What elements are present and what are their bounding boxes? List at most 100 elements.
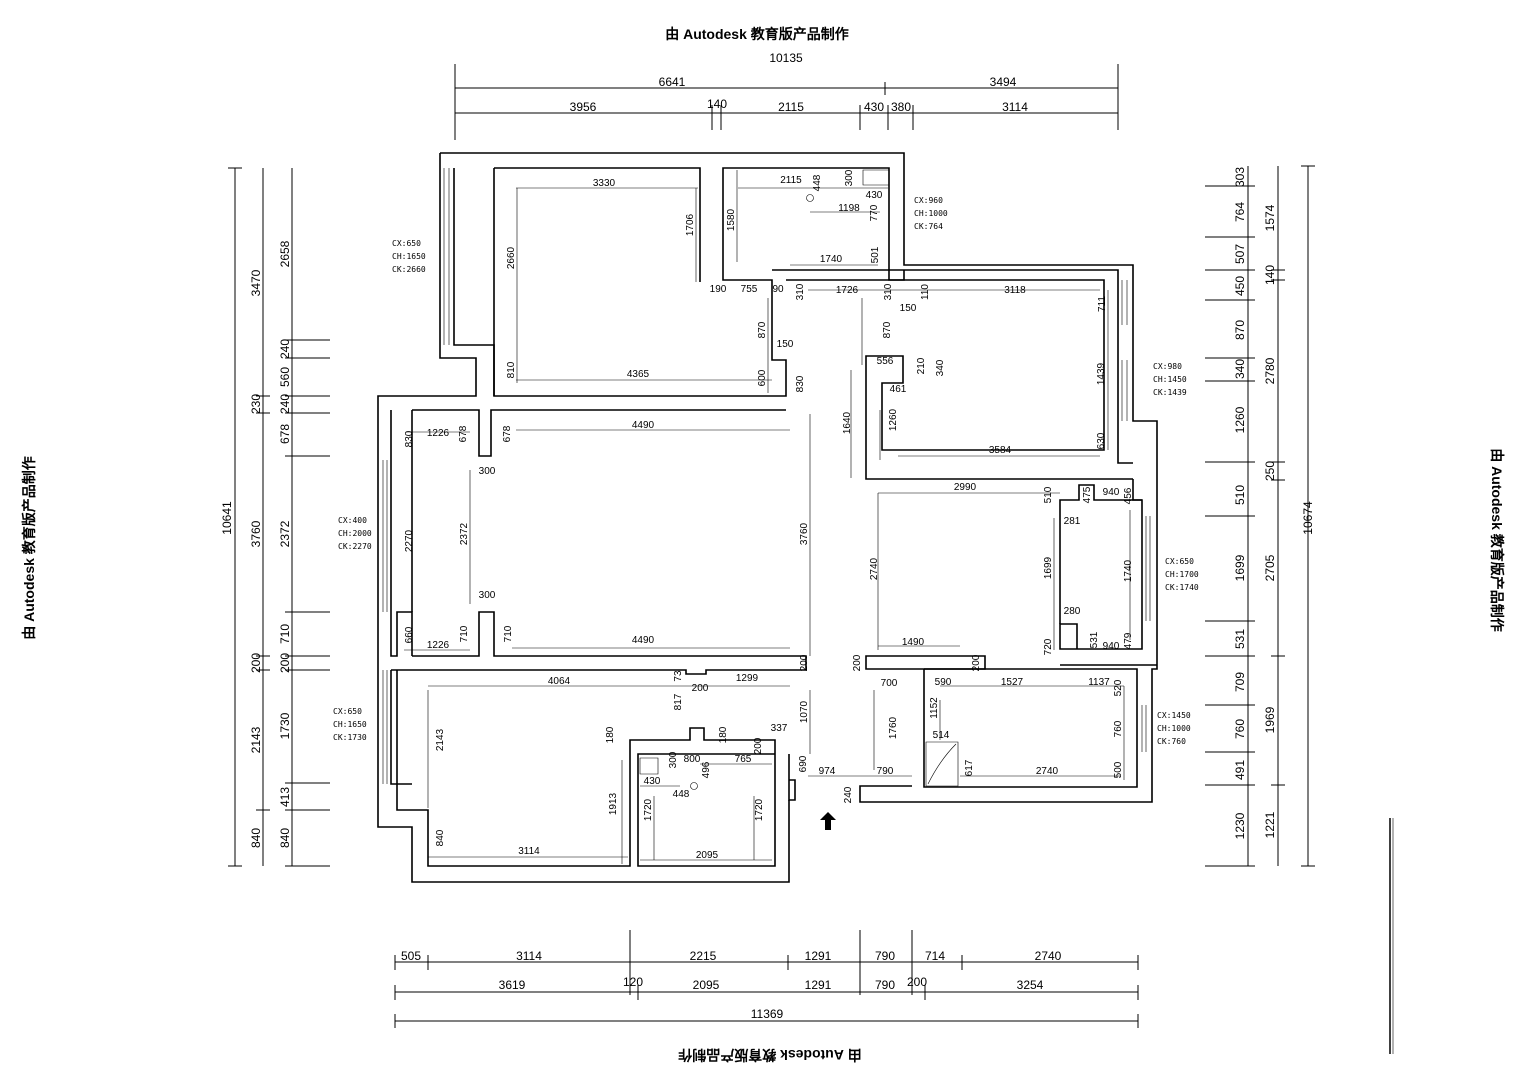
dim-label: 1640 [842,411,853,434]
dim-label: 300 [479,466,496,477]
dim-label: 1706 [685,213,696,236]
dim-left-3-b: 240 [278,339,292,359]
dim-label: 310 [795,283,806,300]
dim-label: 678 [502,425,513,442]
dim-right-3-b: 764 [1233,202,1247,222]
floor-drain-icon [690,782,698,790]
dim-label: 830 [795,375,806,392]
dim-bot-2-e: 790 [875,978,895,992]
dim-left-2-a: 3470 [249,269,263,296]
dim-label: 430 [644,776,661,787]
watermark-top: 由 Autodesk 教育版产品制作 [665,26,849,42]
dim-left-3-a: 2658 [278,240,292,267]
dim-label: 700 [881,678,898,689]
dim-right-2-d: 250 [1263,461,1277,481]
dim-bot-2-f: 200 [907,975,927,989]
dim-bot-1-f: 714 [925,949,945,963]
dim-label: 4490 [632,635,655,646]
dim-right-2-a: 1574 [1263,204,1277,231]
dim-label: 590 [935,677,952,688]
window-note-3-ch: CH:1450 [1153,375,1187,384]
dim-bot-1-c: 2215 [690,949,717,963]
dim-left-overall: 10641 [220,501,234,535]
dim-bot-1-d: 1291 [805,949,832,963]
dim-label: 496 [701,761,712,778]
dim-label: 1137 [1088,677,1110,688]
dim-left-3-j: 413 [278,787,292,807]
window-notes: CX:650 CH:1650 CK:2660 CX:960 CH:1000 CK… [333,196,1199,746]
dim-top-3-a: 3956 [570,100,597,114]
dim-label: 3118 [1004,285,1026,296]
dim-label: 430 [866,190,883,201]
dim-label: 2740 [1036,766,1059,777]
dim-label: 830 [404,430,415,447]
dim-left-3-g: 710 [278,624,292,644]
dim-label: 2115 [780,175,802,186]
dim-right-2-g: 1221 [1263,811,1277,838]
dim-label: 448 [673,789,690,800]
dim-label: 710 [459,625,470,642]
dim-label: 1720 [754,798,765,821]
dim-label: 281 [1064,516,1081,527]
dim-label: 200 [852,654,863,671]
dim-left-2-c: 3760 [249,520,263,547]
dim-label: 200 [799,654,810,671]
dim-label: 1490 [902,637,925,648]
floor-drain-icon [806,194,814,202]
window-note-5-ck: CK:1740 [1165,583,1199,592]
dim-label: 765 [735,754,752,765]
dim-label: 1760 [888,716,899,739]
interior-dimension-labels: 3330 2660 1706 1580 4365 810 600 2115 44… [404,169,1134,861]
dim-label: 1070 [799,700,810,723]
dim-label: 1740 [820,254,843,265]
dim-label: 475 [1082,486,1093,503]
dim-label: 1152 [929,697,940,719]
dim-label: 510 [1043,486,1054,503]
dim-left-3-c: 560 [278,367,292,387]
dim-label: 770 [869,204,880,221]
dim-right-3-g: 1260 [1233,406,1247,433]
dim-label: 4365 [627,369,650,380]
dim-label: 556 [877,356,894,367]
dim-label: 2143 [435,728,446,751]
dim-label: 150 [777,339,794,350]
dim-label: 448 [812,174,823,191]
dim-label: 2660 [506,246,517,269]
window-note-7-ch: CH:1000 [1157,724,1191,733]
dim-label: 456 [1123,487,1134,504]
dim-left-2-f: 840 [249,828,263,848]
fixtures [639,169,959,830]
dim-label: 300 [844,169,855,186]
dim-bot-1-a: 505 [401,949,421,963]
dim-label: 3760 [799,522,810,545]
dim-right-overall: 10674 [1301,501,1315,535]
dim-label: 180 [605,726,616,743]
dim-label: 190 [710,284,727,295]
dim-label: 1226 [427,428,450,439]
window-note-7-cx: CX:1450 [1157,711,1191,720]
dim-label: 870 [757,321,768,338]
dim-label: 2740 [869,557,880,580]
dim-top-3-c: 2115 [778,100,804,114]
dim-label: 600 [757,369,768,386]
dim-right-3-f: 340 [1233,359,1247,379]
dim-label: 1439 [1096,362,1107,385]
dim-label: 73 [673,670,684,682]
dim-right-3-l: 760 [1233,719,1247,739]
dim-right-3-d: 450 [1233,276,1247,296]
dim-right-3-k: 709 [1233,672,1247,692]
dim-bot-2-d: 1291 [805,978,832,992]
dim-label: 280 [1064,606,1081,617]
window-note-2-ch: CH:1000 [914,209,948,218]
dim-left-3-h: 200 [278,653,292,673]
dim-label: 210 [916,357,927,374]
dim-label: 1720 [643,798,654,821]
dim-bot-overall: 11369 [751,1007,784,1021]
dim-top-overall: 10135 [769,51,803,65]
dim-label: 110 [920,284,931,300]
dim-left-3-e: 678 [278,424,292,444]
dim-label: 500 [1113,761,1124,778]
dim-top-2-a: 6641 [659,75,686,89]
dim-label: 240 [843,786,854,803]
walls [377,152,1158,883]
